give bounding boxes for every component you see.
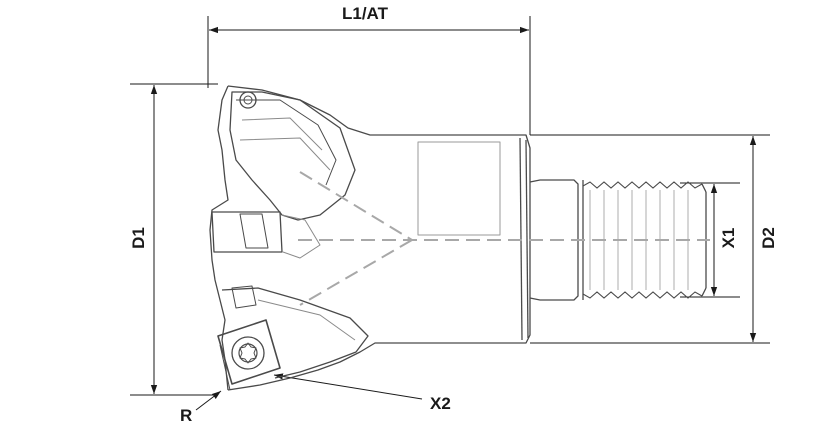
extension-lines <box>130 16 770 396</box>
cutter-body <box>209 85 531 391</box>
r-leader-line <box>195 390 222 411</box>
lower-insert <box>217 319 281 385</box>
l1-label: L1/AT <box>342 4 388 23</box>
thread-profile-top <box>582 181 703 189</box>
lower-flute <box>221 287 369 379</box>
body-outline <box>227 85 531 391</box>
d1-label: D1 <box>129 227 148 249</box>
front-face <box>209 85 229 391</box>
center-lines <box>298 171 710 306</box>
d2-label: D2 <box>759 227 778 249</box>
x2-label: X2 <box>430 394 451 413</box>
r-label: R <box>180 406 193 425</box>
dimension-lines <box>150 26 757 411</box>
coolant-channel-lower <box>299 239 413 306</box>
thread-profile-bottom <box>582 291 703 299</box>
x1-label: X1 <box>719 227 738 249</box>
middle-insert <box>211 211 283 253</box>
x2-leader-line <box>273 373 423 400</box>
coolant-channel-upper <box>299 171 413 241</box>
upper-flute <box>229 91 356 221</box>
